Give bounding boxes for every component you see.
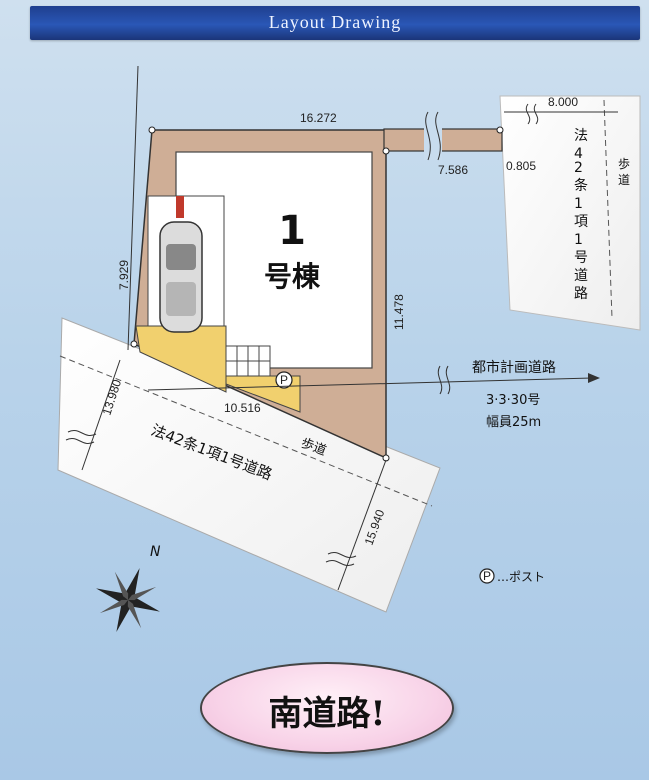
east-road-label: 法 4 2 条 1 項 1 号 道 路 — [574, 128, 592, 302]
break-mark-south-right — [325, 552, 357, 566]
city-road-number: 3·3·30号 — [486, 393, 540, 408]
entry-steps — [225, 345, 271, 377]
city-road-width: 幅員25m — [486, 415, 541, 430]
banner-text: 南道路! — [268, 694, 386, 734]
north-guide-line — [127, 65, 139, 351]
break-mark-south-left — [65, 430, 97, 444]
compass-icon — [96, 568, 160, 632]
east-road — [499, 95, 641, 331]
east-road-sidewalk-line — [603, 99, 613, 319]
dim-access-path: 7.586 — [438, 163, 468, 177]
south-road-centerline — [59, 355, 433, 507]
post-symbol-icon — [275, 371, 293, 389]
east-sidewalk-label: 歩 道 — [618, 156, 634, 187]
header-bar: Layout Drawing — [30, 6, 640, 40]
page-title: Layout Drawing — [268, 12, 402, 32]
dim-line-south-left — [81, 359, 121, 471]
city-road-label: 都市計画道路 — [472, 359, 556, 376]
dim-line-south-right — [337, 459, 387, 591]
dim-road-width-right: 8.000 — [548, 95, 578, 109]
break-mark-access — [425, 111, 441, 161]
car-icon — [159, 221, 203, 333]
legend-post-text: …ポスト — [497, 570, 545, 584]
dim-top-edge: 16.272 — [300, 111, 337, 125]
dim-right-edge: 11.478 — [392, 294, 406, 330]
corner-points — [130, 126, 504, 462]
parking-marker — [176, 196, 184, 218]
compass-north-label: N — [150, 544, 161, 560]
break-mark-city-road — [437, 365, 451, 395]
dim-left-edge: 7.929 — [117, 260, 131, 290]
legend-post-letter: P — [483, 569, 491, 583]
access-strip — [383, 128, 503, 152]
south-road-banner: 南道路! — [200, 662, 454, 754]
city-road-arrowhead — [588, 373, 600, 383]
building-number: 1 — [278, 208, 306, 254]
legend-post-icon — [479, 568, 495, 584]
building-label: 号棟 — [264, 260, 321, 293]
city-road-arrow — [147, 377, 593, 391]
dim-access-width: 0.805 — [506, 159, 536, 173]
dim-bottom-edge: 10.516 — [224, 401, 261, 415]
break-mark-road-right — [525, 103, 539, 125]
post-symbol-letter: P — [280, 373, 288, 387]
